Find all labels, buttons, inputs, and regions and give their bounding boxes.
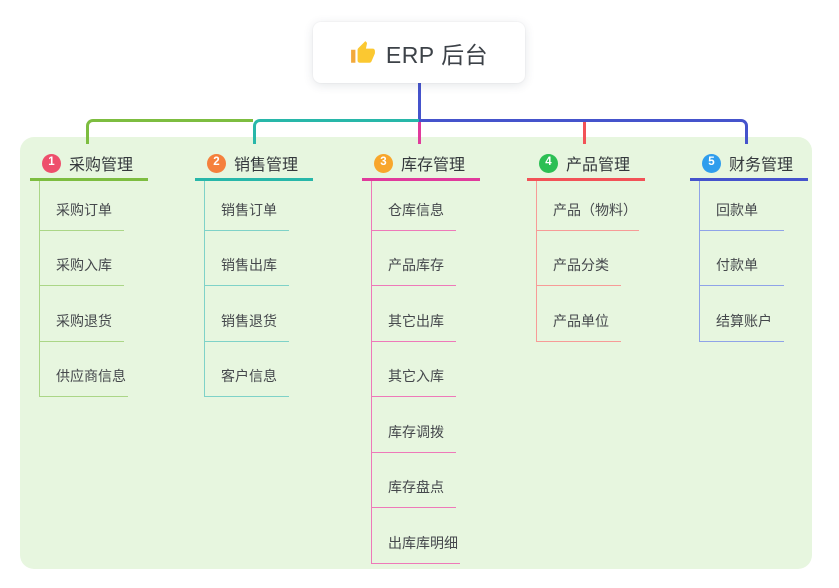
node-receipt-order[interactable]: 回款单 (700, 181, 784, 231)
node-purchase-order[interactable]: 采购订单 (40, 181, 124, 231)
badge-1: 1 (42, 153, 61, 173)
branch-label: 采购管理 (69, 157, 134, 174)
badge-2: 2 (207, 153, 226, 173)
connector-branch-product (583, 121, 586, 144)
node-payment-order[interactable]: 付款单 (700, 231, 784, 286)
thumbs-up-icon (350, 40, 375, 63)
root-title: ERP 后台 (385, 41, 489, 68)
branch-label: 库存管理 (401, 157, 466, 174)
node-customer-info[interactable]: 客户信息 (205, 342, 289, 397)
branch-header-finance[interactable]: 5 财务管理 (690, 148, 808, 181)
branch-purchase: 1 采购管理 采购订单 采购入库 采购退货 供应商信息 (30, 148, 148, 397)
connector-branch-sales (253, 119, 419, 144)
connector-branch-finance (419, 119, 748, 144)
root-node-erp[interactable]: ERP 后台 (313, 22, 525, 83)
branch-children: 仓库信息 产品库存 其它出库 其它入库 库存调拨 库存盘点 出库库明细 (371, 181, 480, 564)
node-other-inbound[interactable]: 其它入库 (372, 342, 456, 397)
node-purchase-inbound[interactable]: 采购入库 (40, 231, 124, 286)
node-product-category[interactable]: 产品分类 (537, 231, 621, 286)
badge-5: 5 (702, 153, 721, 173)
branch-children: 产品（物料） 产品分类 产品单位 (536, 181, 645, 342)
connector-root-line (418, 82, 421, 120)
branch-sales: 2 销售管理 销售订单 销售出库 销售退货 客户信息 (195, 148, 313, 397)
node-outbound-detail[interactable]: 出库库明细 (372, 508, 460, 564)
node-product-unit[interactable]: 产品单位 (537, 286, 621, 342)
node-settlement-account[interactable]: 结算账户 (700, 286, 784, 342)
node-product-stock[interactable]: 产品库存 (372, 231, 456, 286)
node-sales-outbound[interactable]: 销售出库 (205, 231, 289, 286)
node-other-outbound[interactable]: 其它出库 (372, 286, 456, 342)
node-product-material[interactable]: 产品（物料） (537, 181, 639, 231)
node-purchase-return[interactable]: 采购退货 (40, 286, 124, 342)
connector-branch-inventory (418, 121, 421, 144)
branch-inventory: 3 库存管理 仓库信息 产品库存 其它出库 其它入库 库存调拨 库存盘点 出库库… (362, 148, 480, 564)
node-stock-transfer[interactable]: 库存调拨 (372, 397, 456, 453)
branch-children: 采购订单 采购入库 采购退货 供应商信息 (39, 181, 148, 397)
branch-label: 销售管理 (234, 157, 299, 174)
connector-branch-purchase (86, 119, 253, 144)
badge-4: 4 (539, 153, 558, 173)
branch-label: 产品管理 (566, 157, 631, 174)
node-sales-return[interactable]: 销售退货 (205, 286, 289, 342)
branch-product: 4 产品管理 产品（物料） 产品分类 产品单位 (527, 148, 645, 342)
branch-label: 财务管理 (729, 157, 794, 174)
branch-header-product[interactable]: 4 产品管理 (527, 148, 645, 181)
branch-header-sales[interactable]: 2 销售管理 (195, 148, 313, 181)
branch-header-inventory[interactable]: 3 库存管理 (362, 148, 480, 181)
mindmap-panel-background (20, 137, 812, 569)
node-sales-order[interactable]: 销售订单 (205, 181, 289, 231)
badge-3: 3 (374, 153, 393, 173)
branch-children: 回款单 付款单 结算账户 (699, 181, 808, 342)
branch-children: 销售订单 销售出库 销售退货 客户信息 (204, 181, 313, 397)
branch-finance: 5 财务管理 回款单 付款单 结算账户 (690, 148, 808, 342)
node-warehouse-info[interactable]: 仓库信息 (372, 181, 456, 231)
node-stock-count[interactable]: 库存盘点 (372, 453, 456, 508)
branch-header-purchase[interactable]: 1 采购管理 (30, 148, 148, 181)
node-supplier-info[interactable]: 供应商信息 (40, 342, 128, 397)
